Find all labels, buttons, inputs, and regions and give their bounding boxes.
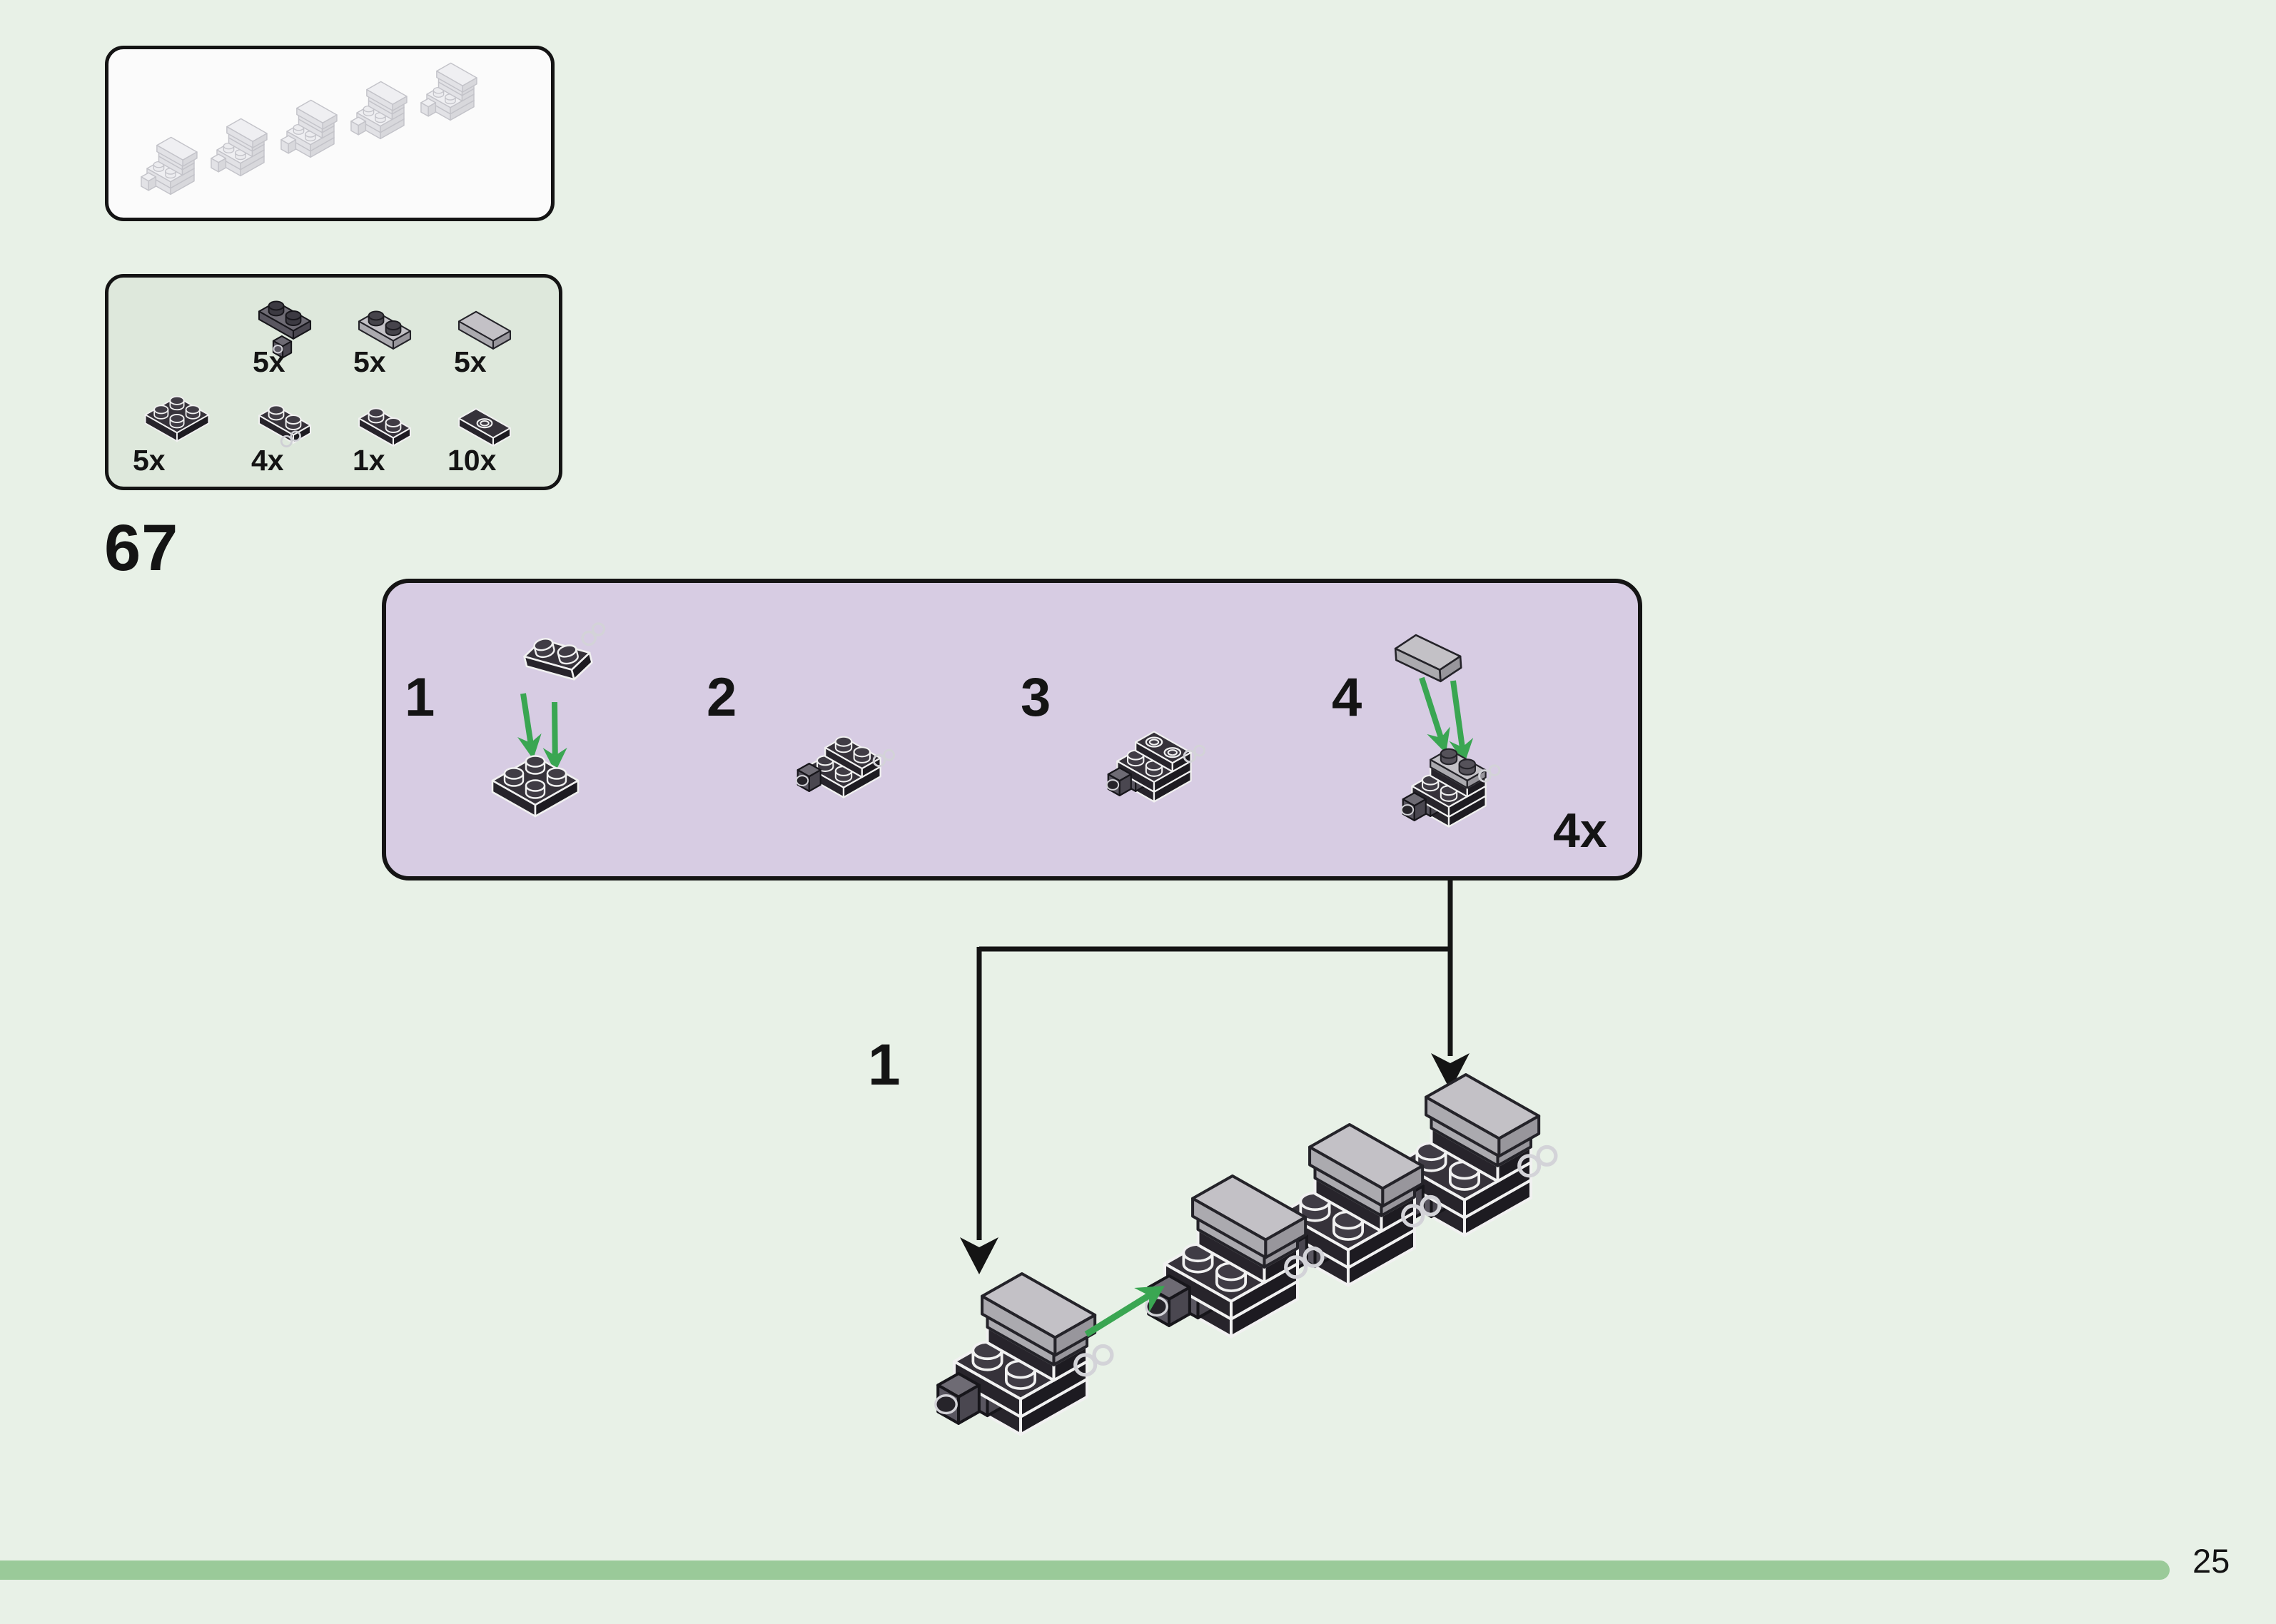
part-count-label: 5x xyxy=(133,444,166,477)
substep-1-label: 1 xyxy=(405,667,435,728)
step-number: 67 xyxy=(104,512,179,584)
substep-3-label: 3 xyxy=(1021,667,1051,728)
part-plate-1x2-clip-vertical-icon xyxy=(258,300,312,358)
parts-list-box xyxy=(105,274,562,490)
step-connector-arrows xyxy=(960,878,1470,1274)
substep-4-render xyxy=(1394,634,1501,828)
part-plate-1x2-black-icon xyxy=(358,407,412,447)
preview-box xyxy=(105,46,555,221)
footer-progress-bar xyxy=(0,1560,2170,1580)
substep-4-label: 4 xyxy=(1332,667,1362,728)
substep-3-render xyxy=(1106,731,1205,803)
part-count-label: 1x xyxy=(353,444,385,477)
part-count-label: 10x xyxy=(447,444,497,477)
part-count-label: 5x xyxy=(253,345,285,378)
part-tile-1x2-lightgray-icon xyxy=(457,310,512,350)
part-plate-1x2-clips-black-icon xyxy=(258,405,312,447)
part-jumper-plate-1x2-black-icon xyxy=(457,407,512,447)
substep-1-render xyxy=(491,622,606,818)
assembly-step-label: 1 xyxy=(868,1032,901,1097)
part-count-label: 5x xyxy=(454,345,487,378)
part-plate-1x2-lightgray-icon xyxy=(358,310,412,350)
substep-multiplier-label: 4x xyxy=(1553,803,1607,858)
assembled-chain-ghost-preview xyxy=(141,62,477,196)
part-count-label: 5x xyxy=(353,345,386,378)
substep-2-label: 2 xyxy=(707,667,737,728)
part-plate-2x2-black-icon xyxy=(144,395,210,442)
page-number: 25 xyxy=(2192,1542,2230,1580)
substep-2-render xyxy=(795,736,895,798)
assembly-render xyxy=(934,1073,1558,1436)
part-count-label: 4x xyxy=(251,444,284,477)
